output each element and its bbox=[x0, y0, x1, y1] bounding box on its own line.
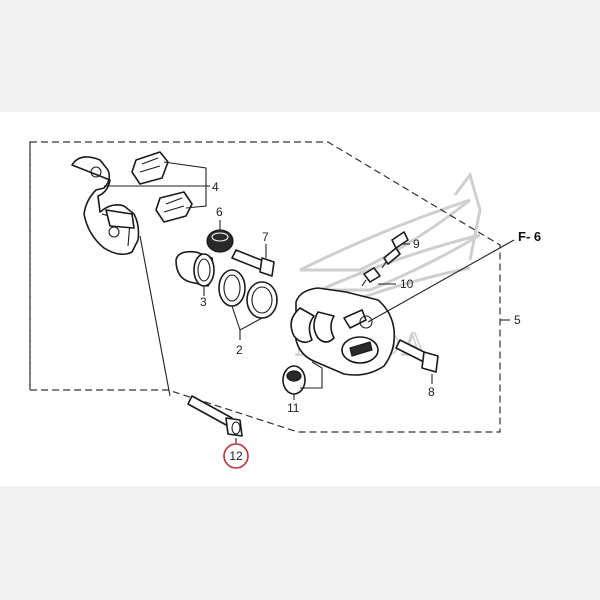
caliper-body-part[interactable] bbox=[290, 287, 396, 376]
reference-f6: F- 6 bbox=[518, 229, 541, 244]
callout-6: 6 bbox=[216, 205, 223, 219]
callout-12[interactable]: 12 bbox=[229, 449, 243, 463]
dust-boot-part[interactable] bbox=[206, 229, 234, 253]
callout-7: 7 bbox=[262, 230, 269, 244]
pad-clip-part[interactable] bbox=[131, 151, 193, 223]
callout-11: 11 bbox=[287, 401, 300, 415]
highlight-circle-12 bbox=[223, 443, 249, 469]
callout-8: 8 bbox=[428, 385, 435, 399]
pin-bolt-part[interactable] bbox=[231, 249, 275, 277]
leader-lines bbox=[104, 161, 515, 444]
piston-part[interactable] bbox=[175, 250, 215, 287]
callout-10: 10 bbox=[400, 277, 414, 291]
callout-3: 3 bbox=[200, 295, 207, 309]
callout-2: 2 bbox=[236, 343, 243, 357]
caliper-bolt-part[interactable] bbox=[395, 339, 439, 373]
callout-9: 9 bbox=[413, 237, 420, 251]
bleeder-screw-part[interactable] bbox=[381, 231, 409, 269]
bleeder-cap-part[interactable] bbox=[361, 267, 381, 287]
assembly-frame bbox=[29, 141, 501, 433]
callout-4: 4 bbox=[212, 180, 219, 194]
caliper-bracket-part[interactable] bbox=[71, 156, 140, 256]
bracket-bolt-part[interactable] bbox=[187, 395, 243, 437]
piston-seal-part[interactable] bbox=[218, 269, 278, 319]
pin-boot-part[interactable] bbox=[282, 365, 306, 395]
callout-5: 5 bbox=[514, 313, 521, 327]
